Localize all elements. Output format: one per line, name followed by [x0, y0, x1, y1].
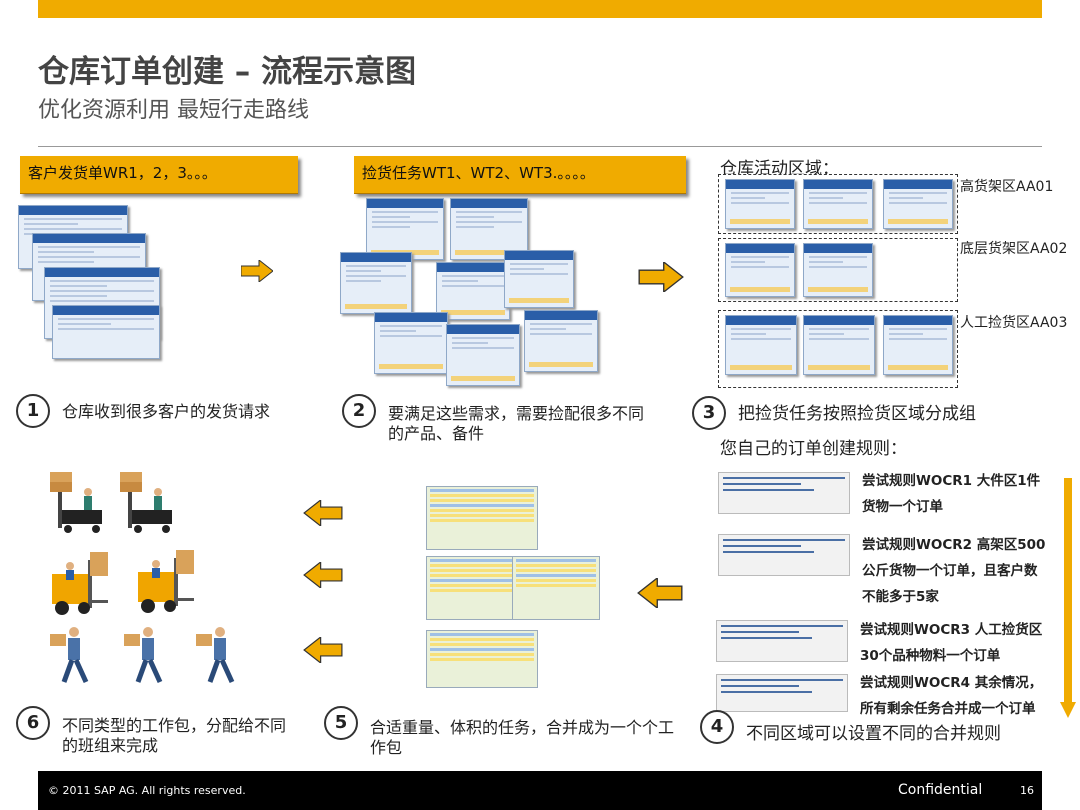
- forklift-icon: [138, 550, 194, 613]
- step-5-text: 合适重量、体积的任务，合并成为一个个工作包: [370, 718, 675, 757]
- porter-icon: [124, 627, 163, 684]
- step-6-badge: 6: [16, 706, 50, 740]
- rule-4-screen: [716, 674, 848, 712]
- step-6-text: 不同类型的工作包，分配给不同的班组来完成: [62, 716, 287, 755]
- rule-3-screen: [716, 620, 848, 662]
- step-3-badge: 3: [692, 396, 726, 430]
- porter-icon: [50, 627, 89, 684]
- page-number: 16: [1020, 784, 1034, 797]
- flow-arrow-left-3: [303, 637, 343, 663]
- confidential-label: Confidential: [898, 782, 983, 798]
- step-4-badge: 4: [700, 710, 734, 744]
- step-2-badge: 2: [342, 394, 376, 428]
- rule-4-line-2: 所有剩余任务合并成一个订单: [860, 701, 1036, 717]
- step-1-badge: 1: [16, 394, 50, 428]
- customer-orders-screens: [18, 205, 160, 360]
- top-accent-bar: [38, 0, 1042, 18]
- order-picker-icon: [50, 472, 102, 533]
- step-3-text: 把捡货任务按照捡货区域分成组: [738, 404, 976, 424]
- zone-aa03: [718, 310, 958, 388]
- rule-4: 尝试规则WOCR4 其余情况， 所有剩余任务合并成一个订单: [860, 670, 1042, 722]
- zone-aa02-label: 底层货架区AA02: [960, 241, 1068, 257]
- flow-arrow-right-2: [638, 262, 684, 292]
- step-1-text: 仓库收到很多客户的发货请求: [62, 402, 271, 421]
- rule-1-line-1: 尝试规则WOCR1 大件区1件: [862, 473, 1041, 489]
- rules-title: 您自己的订单创建规则：: [720, 439, 907, 459]
- rule-2: 尝试规则WOCR2 高架区500 公斤货物一个订单，且客户数 不能多于5家: [862, 532, 1045, 610]
- rule-1-line-2: 货物一个订单: [862, 499, 943, 515]
- porter-icon: [196, 627, 235, 684]
- picking-tasks-box: 捡货任务WT1、WT2、WT3.。。。。: [354, 156, 686, 194]
- step-4-text: 不同区域可以设置不同的合并规则: [746, 724, 1001, 744]
- rule-2-screen: [718, 534, 850, 576]
- flow-arrow-left-1: [303, 500, 343, 526]
- flow-arrow-left-2: [303, 562, 343, 588]
- rule-2-line-2: 公斤货物一个订单，且客户数: [862, 563, 1038, 579]
- page-subtitle: 优化资源利用 最短行走路线: [38, 98, 309, 123]
- rule-3: 尝试规则WOCR3 人工捡货区 30个品种物料一个订单: [860, 617, 1042, 669]
- page-title: 仓库订单创建 – 流程示意图: [38, 54, 417, 90]
- rule-1: 尝试规则WOCR1 大件区1件 货物一个订单: [862, 468, 1040, 520]
- work-package-tables: [420, 486, 610, 696]
- step-5-badge: 5: [324, 706, 358, 740]
- rule-4-line-1: 尝试规则WOCR4 其余情况，: [860, 675, 1043, 691]
- title-divider: [38, 146, 1042, 147]
- step-2-text: 要满足这些需求，需要捡配很多不同的产品、备件: [388, 404, 645, 443]
- footer: © 2011 SAP AG. All rights reserved. Conf…: [38, 771, 1042, 810]
- flow-arrow-left-4: [637, 578, 683, 608]
- customer-orders-box: 客户发货单WR1，2，3。。。: [20, 156, 298, 194]
- zone-aa01: [718, 174, 958, 234]
- rule-2-line-1: 尝试规则WOCR2 高架区500: [862, 537, 1046, 553]
- rule-2-line-3: 不能多于5家: [862, 589, 939, 605]
- zone-aa01-label: 高货架区AA01: [960, 179, 1054, 195]
- zone-aa02: [718, 238, 958, 302]
- flow-arrow-right-1: [241, 260, 273, 282]
- rule-1-screen: [718, 472, 850, 514]
- order-picker-icon: [120, 472, 172, 533]
- rule-3-line-1: 尝试规则WOCR3 人工捡货区: [860, 622, 1043, 638]
- priority-down-arrow: [1060, 478, 1076, 718]
- zone-aa03-label: 人工捡货区AA03: [960, 315, 1068, 331]
- picking-tasks-screens: [340, 198, 600, 388]
- forklift-icon: [52, 552, 108, 615]
- copyright: © 2011 SAP AG. All rights reserved.: [48, 784, 246, 797]
- rule-3-line-2: 30个品种物料一个订单: [860, 648, 1001, 664]
- worker-crews: [40, 460, 240, 690]
